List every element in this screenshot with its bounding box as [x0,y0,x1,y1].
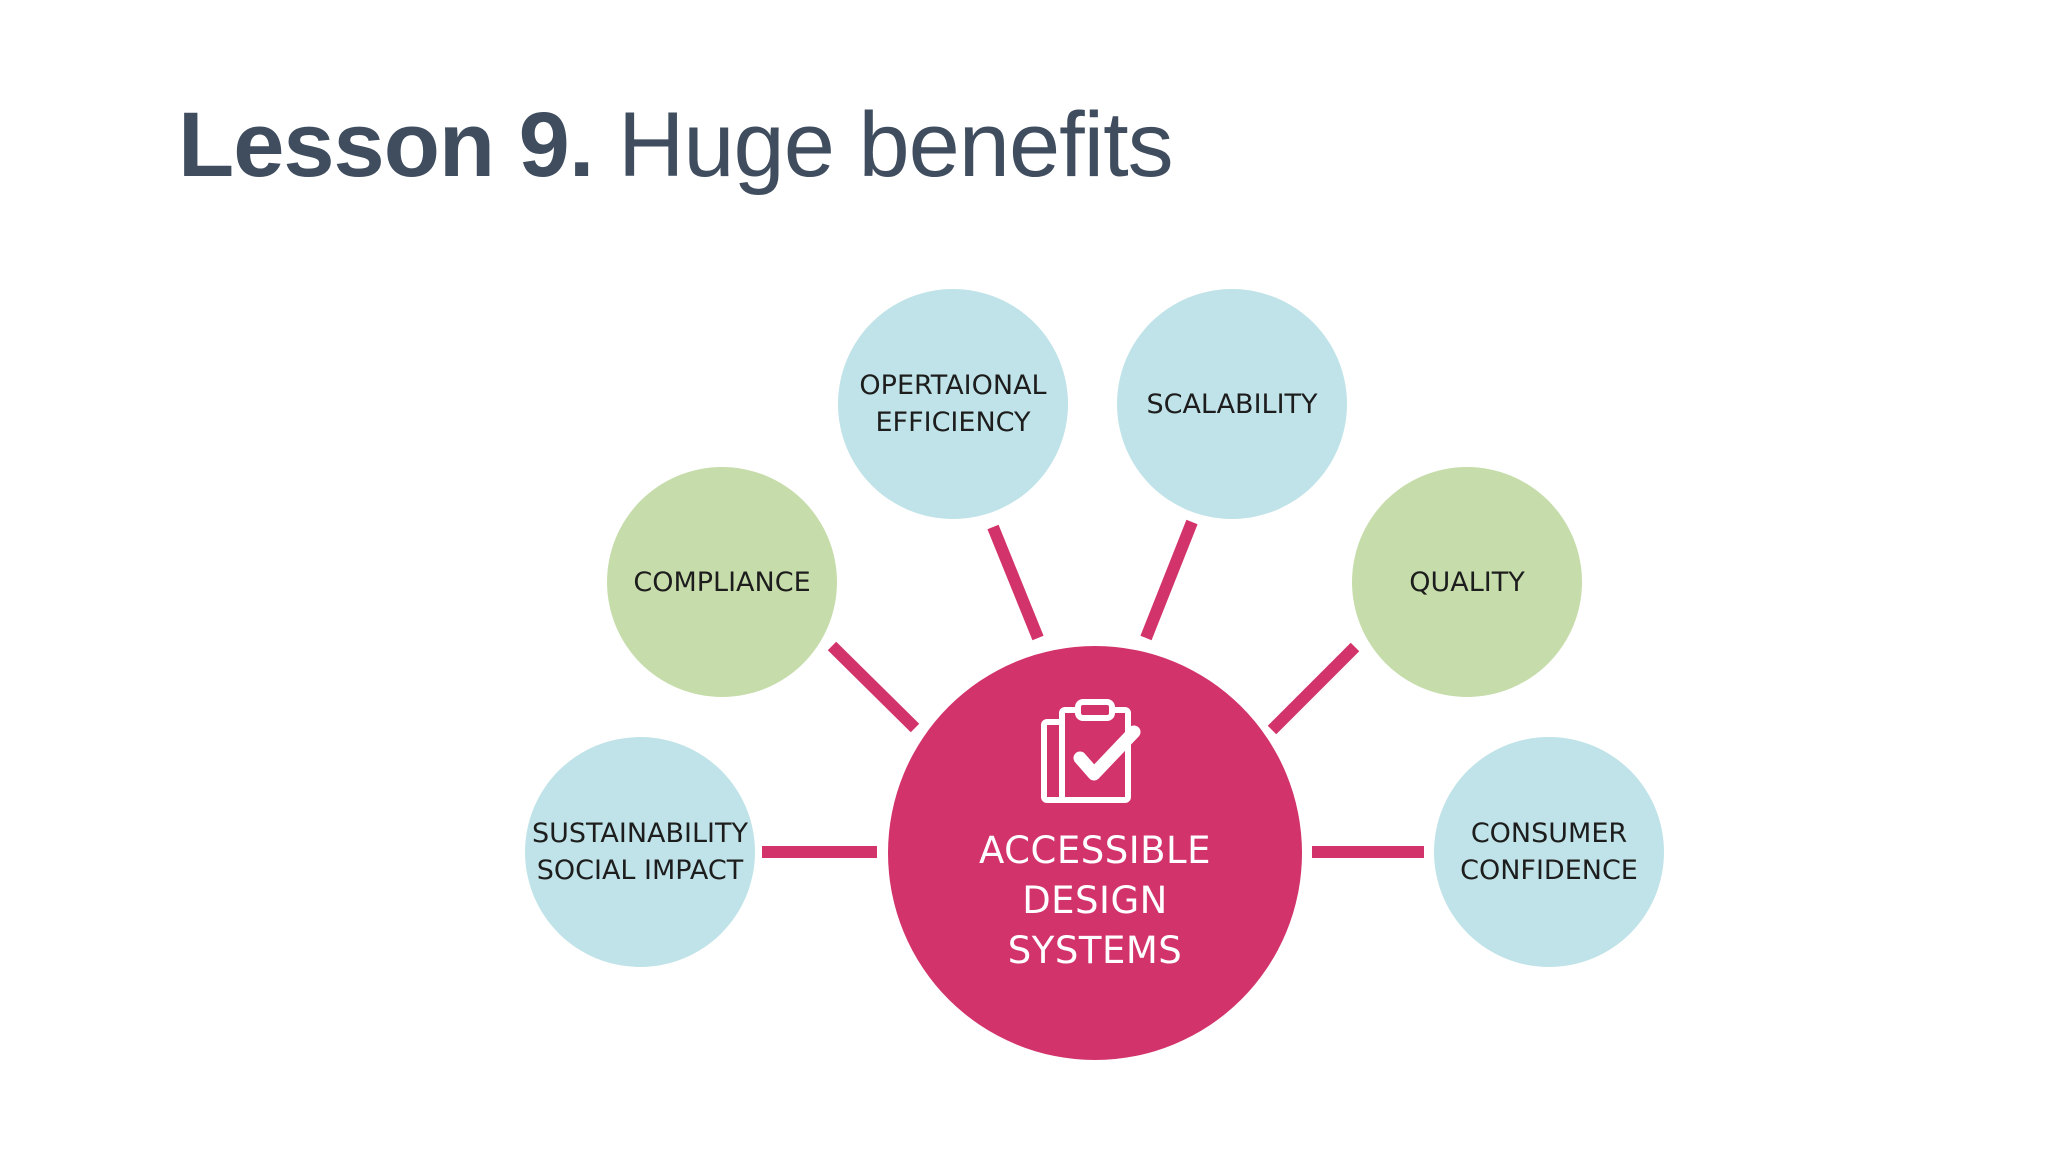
center-label: ACCESSIBLE DESIGN SYSTEMS [979,829,1211,972]
node-quality: QUALITY [1352,467,1582,697]
node-label: SUSTAINABILITY SOCIAL IMPACT [531,818,748,886]
clipboard-check-icon [1041,699,1141,803]
node-compliance: COMPLIANCE [607,467,837,697]
connector-quality [1267,642,1360,735]
slide-title-topic: Huge benefits [617,94,1174,196]
node-label: CONSUMER CONFIDENCE [1460,818,1638,886]
node-label: COMPLIANCE [633,566,811,598]
node-label: OPERTAIONAL EFFICIENCY [859,370,1047,438]
connector-scalability [1140,519,1198,641]
node-consumer-confidence: CONSUMER CONFIDENCE [1434,737,1664,967]
slide-title: Lesson 9. Huge benefits [178,90,1174,200]
slide-title-lesson: Lesson 9. [178,94,594,196]
node-scalability: SCALABILITY [1117,289,1347,519]
node-sustainability-social-impact: SUSTAINABILITY SOCIAL IMPACT [525,737,755,967]
connector-operational-efficiency [987,524,1044,641]
node-operational-efficiency: OPERTAIONAL EFFICIENCY [838,289,1068,519]
node-label: SCALABILITY [1146,388,1318,420]
connector-compliance [827,641,920,733]
node-label: QUALITY [1409,566,1525,598]
node-accessible-design-systems: ACCESSIBLE DESIGN SYSTEMS [888,646,1302,1060]
